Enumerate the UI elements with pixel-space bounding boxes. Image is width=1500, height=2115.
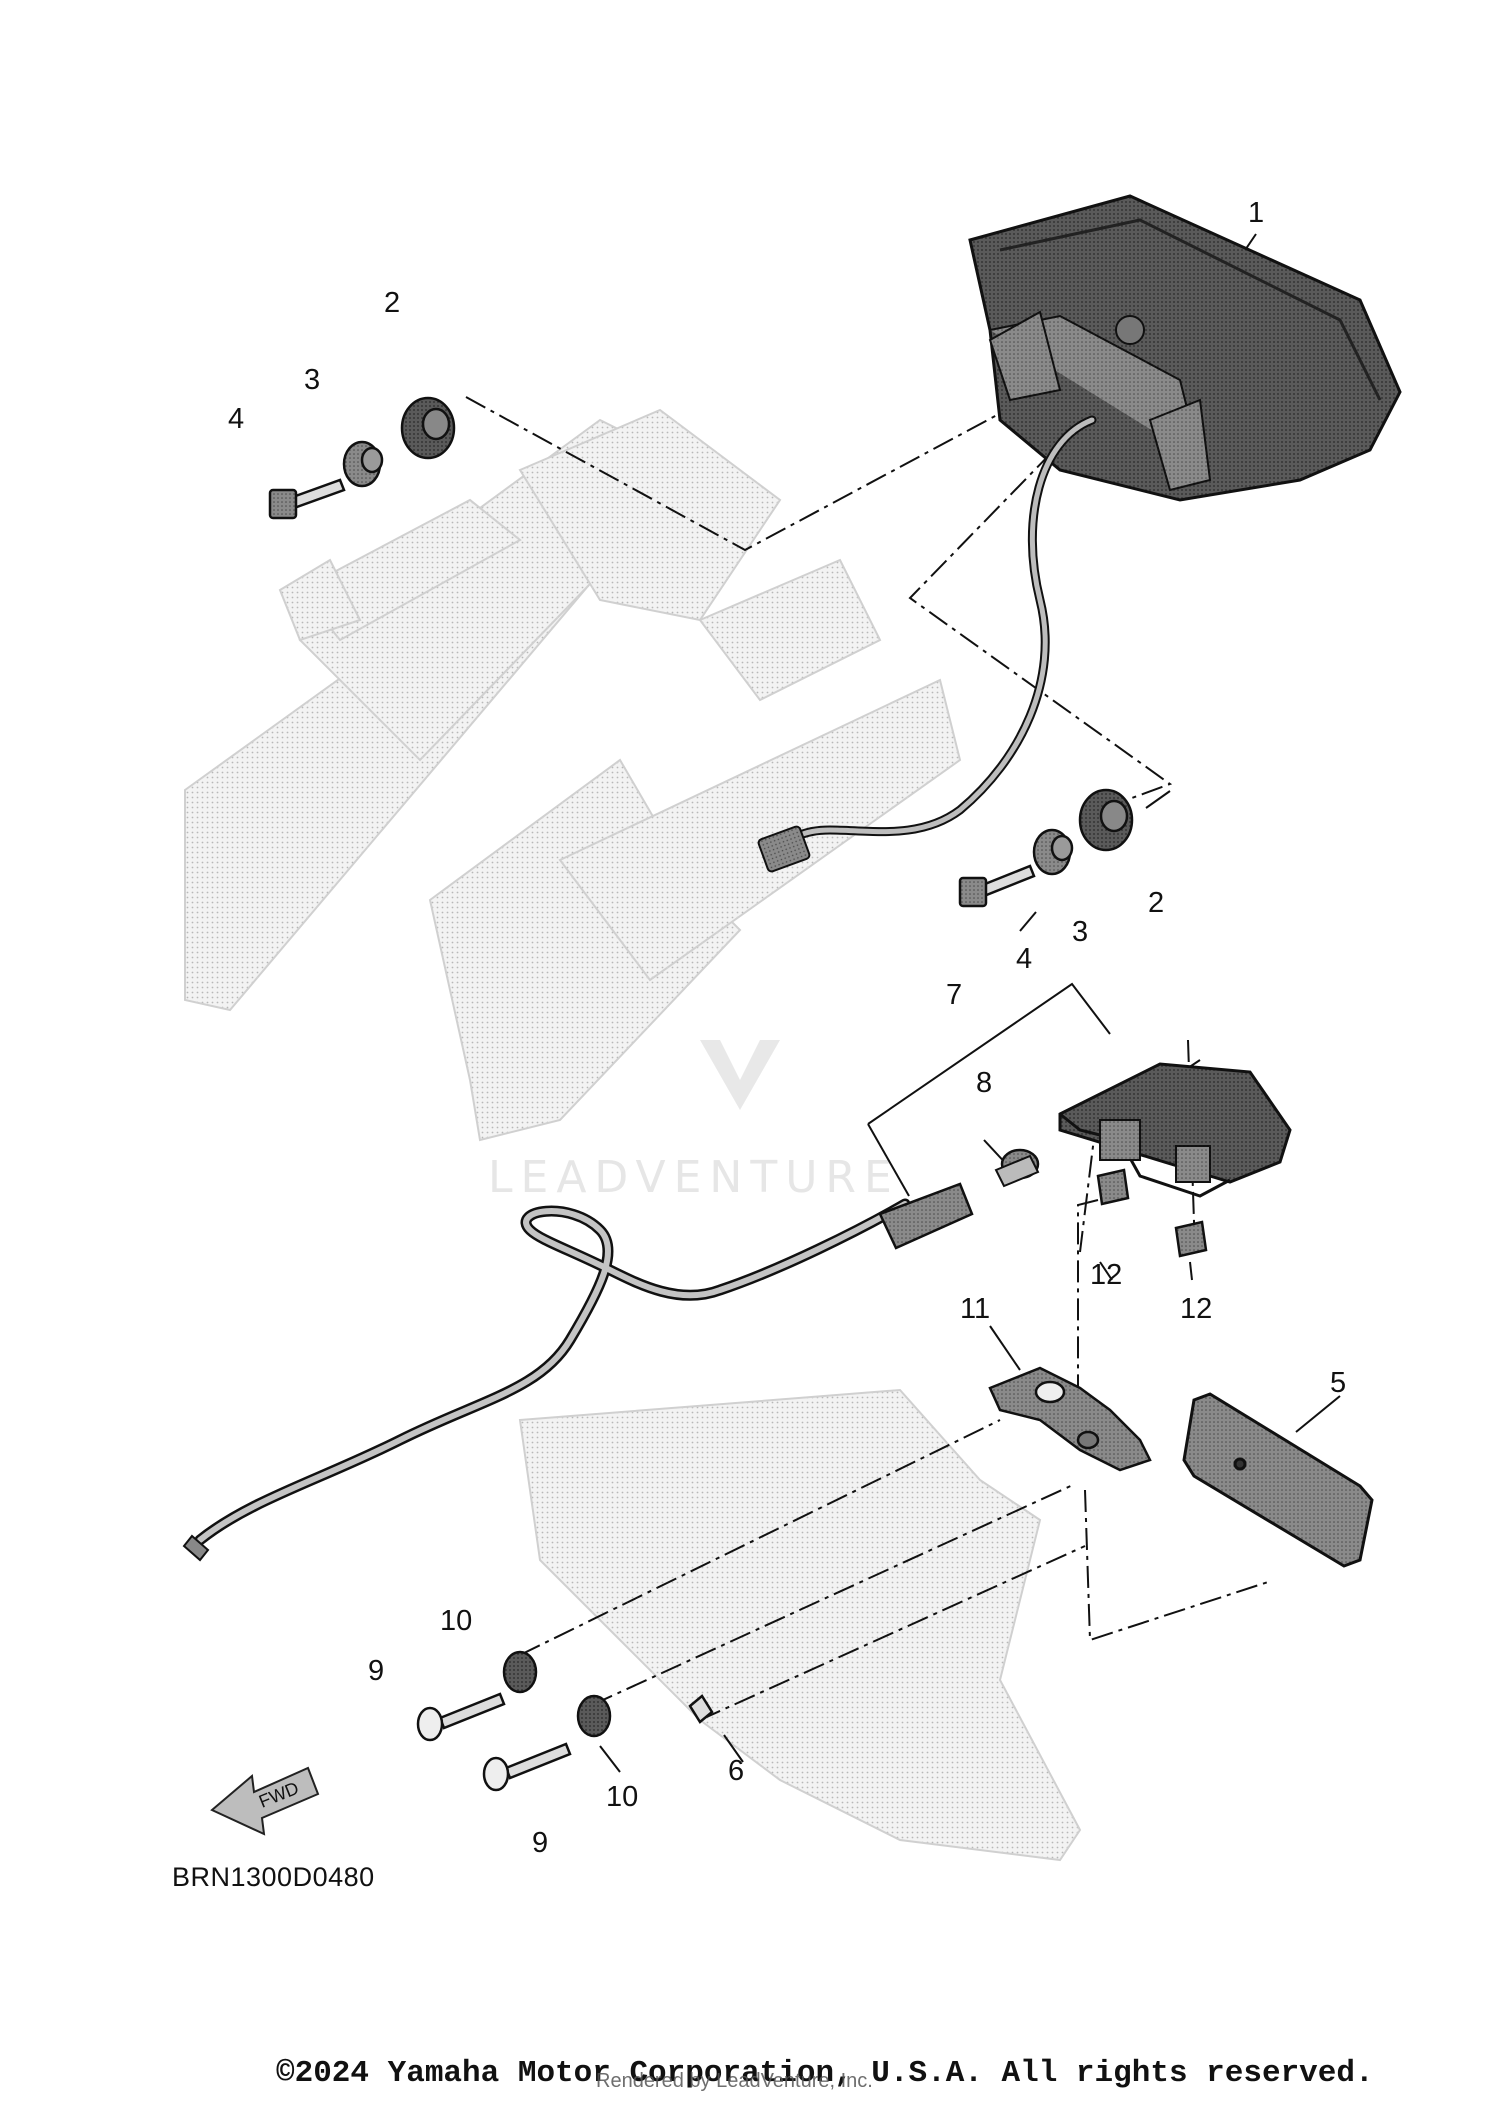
frame-ghost [184,408,1082,1862]
fwd-arrow: FWD [210,1766,320,1836]
diagram-code: BRN1300D0480 [172,1862,375,1892]
lamp-harness [182,1148,1040,1562]
watermark-text: LEADVENTURE [488,1152,900,1203]
fasteners-bottom [416,1650,714,1792]
callout-3-lower: 3 [1072,916,1088,948]
bracket [988,1366,1152,1472]
callout-4-lower: 4 [1016,943,1032,975]
watermark: LEADVENTURE [488,1040,900,1203]
callout-2-lower: 2 [1148,887,1164,919]
fasteners-upper-left [268,396,456,520]
callout-1: 1 [1248,197,1264,229]
callout-9-lower: 9 [532,1827,548,1859]
rendered-by-notice: Rendered by LeadVenture, Inc. [596,2070,873,2092]
callout-numbers: 1 2 3 4 2 3 4 7 8 12 12 11 5 10 9 10 9 6 [228,197,1346,1859]
callout-9-upper: 9 [368,1655,384,1687]
meter-unit [968,194,1402,502]
license-lamp [1058,1062,1292,1198]
callout-5: 5 [1330,1367,1346,1399]
callout-6: 6 [728,1755,744,1787]
reflector [1182,1392,1374,1568]
callout-12-left: 12 [1090,1259,1122,1291]
copyright-notice: ©2024 Yamaha Motor Corporation, U.S.A. A… [276,2056,1374,2091]
callout-2-upper: 2 [384,287,400,319]
callout-11: 11 [960,1293,990,1325]
callout-8: 8 [976,1067,992,1099]
callout-4-upper: 4 [228,403,244,435]
callout-3-upper: 3 [304,364,320,396]
clips [1096,1168,1208,1258]
meter-harness [757,415,1097,873]
callout-10-upper: 10 [440,1605,472,1637]
fasteners-right [958,788,1134,908]
callout-7: 7 [946,979,962,1011]
callout-10-lower: 10 [606,1781,638,1813]
callout-12-right: 12 [1180,1293,1212,1325]
